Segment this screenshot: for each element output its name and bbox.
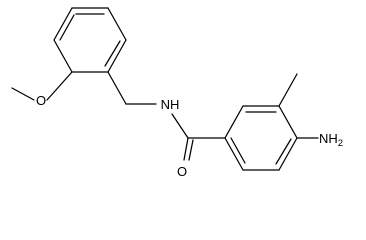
bond: [224, 105, 244, 139]
amide-nh-label: NH: [161, 97, 180, 112]
bond: [171, 113, 189, 139]
methyl-bond: [278, 73, 298, 107]
methoxyphenyl-ring: [53, 7, 127, 73]
carbonyl-double-bond: [183, 137, 189, 161]
bond: [53, 7, 73, 41]
double-bond-inner: [59, 14, 75, 41]
structure-canvas: O NH O NH2: [11, 7, 343, 179]
bond: [11, 87, 35, 101]
bond: [46, 71, 73, 101]
bond: [278, 137, 298, 171]
double-bond-inner: [104, 40, 121, 67]
bond: [53, 39, 73, 73]
methoxy-group: O: [11, 71, 73, 108]
bond: [107, 7, 127, 41]
bond: [278, 105, 298, 139]
amine-nh2-label: NH2: [319, 131, 343, 149]
methoxy-oxygen-label: O: [36, 93, 46, 108]
bond: [224, 137, 244, 171]
bond: [107, 39, 127, 73]
carbonyl-double-bond: [188, 139, 194, 161]
amide-carbonyl: O: [171, 113, 226, 179]
double-bond-inner: [230, 137, 246, 164]
bond: [107, 71, 127, 105]
carbonyl-oxygen-label: O: [177, 164, 187, 179]
aminomethylphenyl-ring: [224, 105, 298, 171]
double-bond-inner: [275, 138, 292, 165]
benzyl-linker: NH: [107, 71, 180, 112]
amino-group: NH2: [296, 131, 343, 149]
amine-subscript: 2: [338, 138, 343, 149]
amine-nh-text: NH: [319, 131, 338, 146]
